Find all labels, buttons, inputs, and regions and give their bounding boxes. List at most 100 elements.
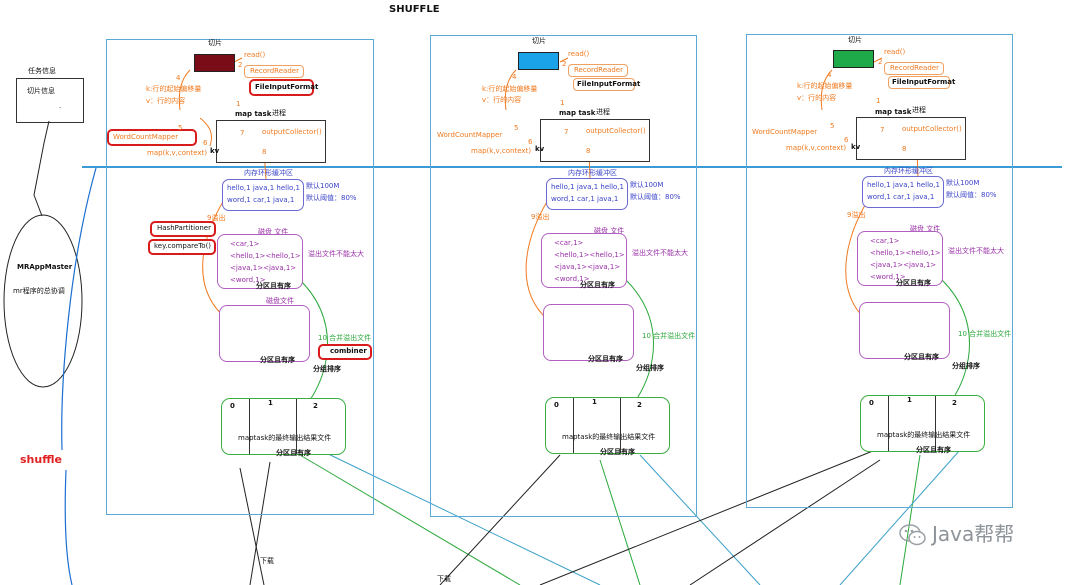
p1-combiner: combiner [330,347,367,355]
p1-key-compare-box: key.compareTo() [148,239,216,255]
shuffle-divider [82,166,1062,168]
task-info-heading: 任务信息 [28,67,56,75]
p2-part-2: 2 [637,401,642,409]
p3-file-input-format: FileInputFormat [892,78,956,86]
p1-merged-file [219,305,310,362]
p3-merge-spill: 10 合并溢出文件 [958,330,1012,338]
p1-k-desc: k:行的起始偏移量 [146,85,202,93]
p1-partition-sorted-3: 分区且有序 [276,449,311,457]
p2-map-task-box [540,119,650,162]
p2-spill-item-4: <word,1> [554,275,590,283]
p2-partition-sorted-1: 分区且有序 [580,281,615,289]
p1-map-call: map(k,v,context) [147,149,208,157]
p3-part-2: 2 [952,399,957,407]
p2-spill-label: 9溢出 [531,213,550,221]
p3-kv-arrow [820,69,833,111]
p1-file-input-format: FileInputFormat [255,83,319,91]
p2-spill-file: <car,1> <hello,1><hello,1> <java,1><java… [541,233,627,288]
p3-download-line-b [539,439,901,585]
task-info-dot: · [59,104,62,112]
p2-merged-file [543,304,634,361]
mrappmaster-desc: mr程序的总协调 [13,287,65,295]
maptask-panel-1 [106,39,374,515]
task-info-connector [33,120,50,217]
p3-k-desc: k:行的起始偏移量 [797,82,853,90]
p2-map-call: map(k,v,context) [471,147,532,155]
p1-kv-arrow [178,69,191,111]
p3-step-8: 8 [902,145,907,153]
p1-download-arrow [239,467,265,585]
p3-output-collector: outputCollector() [902,125,962,133]
p1-key-compare: key.compareTo() [154,242,212,250]
p2-buf-line2: word,1 car,1 java,1 [551,195,619,203]
p1-spill-not-too-big: 溢出文件不能太大 [308,250,364,258]
p3-ring-buffer: hello,1 java,1 hello,1 word,1 car,1 java… [862,176,944,208]
p1-combiner-box: combiner [318,344,372,360]
p2-step-1: 1 [560,99,565,107]
p2-wordcount-mapper: WordCountMapper [437,131,503,139]
watermark-text: Java帮帮 [932,522,1015,546]
p1-green-out [299,454,521,585]
p3-default-threshold: 默认阈值：80% [946,191,997,199]
p1-step-8: 8 [262,148,267,156]
p1-spill-label: 9溢出 [207,214,226,222]
shuffle-curve-bottom [64,469,73,585]
p1-read: read() [244,51,266,59]
p3-final-output-label: maptask的最终输出结果文件 [877,431,971,439]
shuffle-curve-top [61,167,97,451]
p3-file-input-format-box: FileInputFormat [888,76,955,89]
p2-final-output-file: 0 1 2 maptask的最终输出结果文件 [545,397,670,454]
p2-default-threshold: 默认阈值：80% [630,193,681,201]
p3-step-2: 2 [878,58,883,66]
p3-merge-sort: 分组排序 [952,362,980,370]
p1-step-7: 7 [240,129,245,137]
mrappmaster-label: MRAppMaster [17,263,73,271]
p1-disk-file2: 磁盘文件 [266,297,294,305]
p2-spill-arrow [525,199,549,321]
p2-v-desc: v：行的内容 [482,96,522,104]
wechat-icon [898,523,928,547]
p3-partition-sorted-2: 分区且有序 [904,353,939,361]
p1-part-2: 2 [313,402,318,410]
p3-spill-not-too-big: 溢出文件不能太大 [948,247,1004,255]
p3-read: read() [884,48,906,56]
task-info-text: 切片信息 [27,87,55,95]
p3-record-reader-box: RecordReader [884,62,944,75]
p3-v-desc: v：行的内容 [797,94,837,102]
p1-record-reader-box: RecordReader [244,65,304,78]
p1-map-arrow [199,117,213,147]
p2-download-line [439,454,561,585]
p1-buf-line2: word,1 car,1 java,1 [227,196,295,204]
p3-step-5: 5 [830,122,835,130]
p3-kv: kv [851,143,861,151]
p2-record-reader-box: RecordReader [568,64,628,77]
p1-ring-buffer: hello,1 java,1 hello,1 word,1 car,1 java… [222,179,304,211]
p3-default-100m: 默认100M [946,179,980,187]
p2-step-5: 5 [514,124,519,132]
p1-partition-sorted-1: 分区且有序 [256,282,291,290]
page-title: SHUFFLE [389,4,440,15]
p1-map-task: map task [235,110,272,118]
p3-step-7: 7 [880,126,885,134]
task-info-box: 切片信息 · [16,78,84,123]
p3-spill-item-4: <word,1> [870,273,906,281]
p2-step-4: 4 [512,73,517,81]
download-label-1: 下载 [260,557,274,565]
p1-wordcount-mapper-box: WordCountMapper [107,129,197,146]
p3-green-out [899,454,921,585]
p1-step-6: 6 [203,139,208,147]
p3-step-6: 6 [844,136,849,144]
p1-record-reader: RecordReader [250,67,299,75]
p2-spill-not-too-big: 溢出文件不能太大 [632,249,688,257]
p2-part-0: 0 [554,401,559,409]
p3-disk-file: 磁盘 文件 [910,225,941,233]
p3-spill-item-2: <hello,1><hello,1> [870,249,941,257]
p1-partition-sorted-2: 分区且有序 [260,356,295,364]
p3-wordcount-mapper: WordCountMapper [752,128,818,136]
p2-output-collector: outputCollector() [586,127,646,135]
p2-blue-out [639,454,761,585]
mrappmaster-ellipse [3,214,83,388]
p3-spill-item-3: <java,1><java,1> [870,261,937,269]
p3-read-arrow [873,57,883,63]
